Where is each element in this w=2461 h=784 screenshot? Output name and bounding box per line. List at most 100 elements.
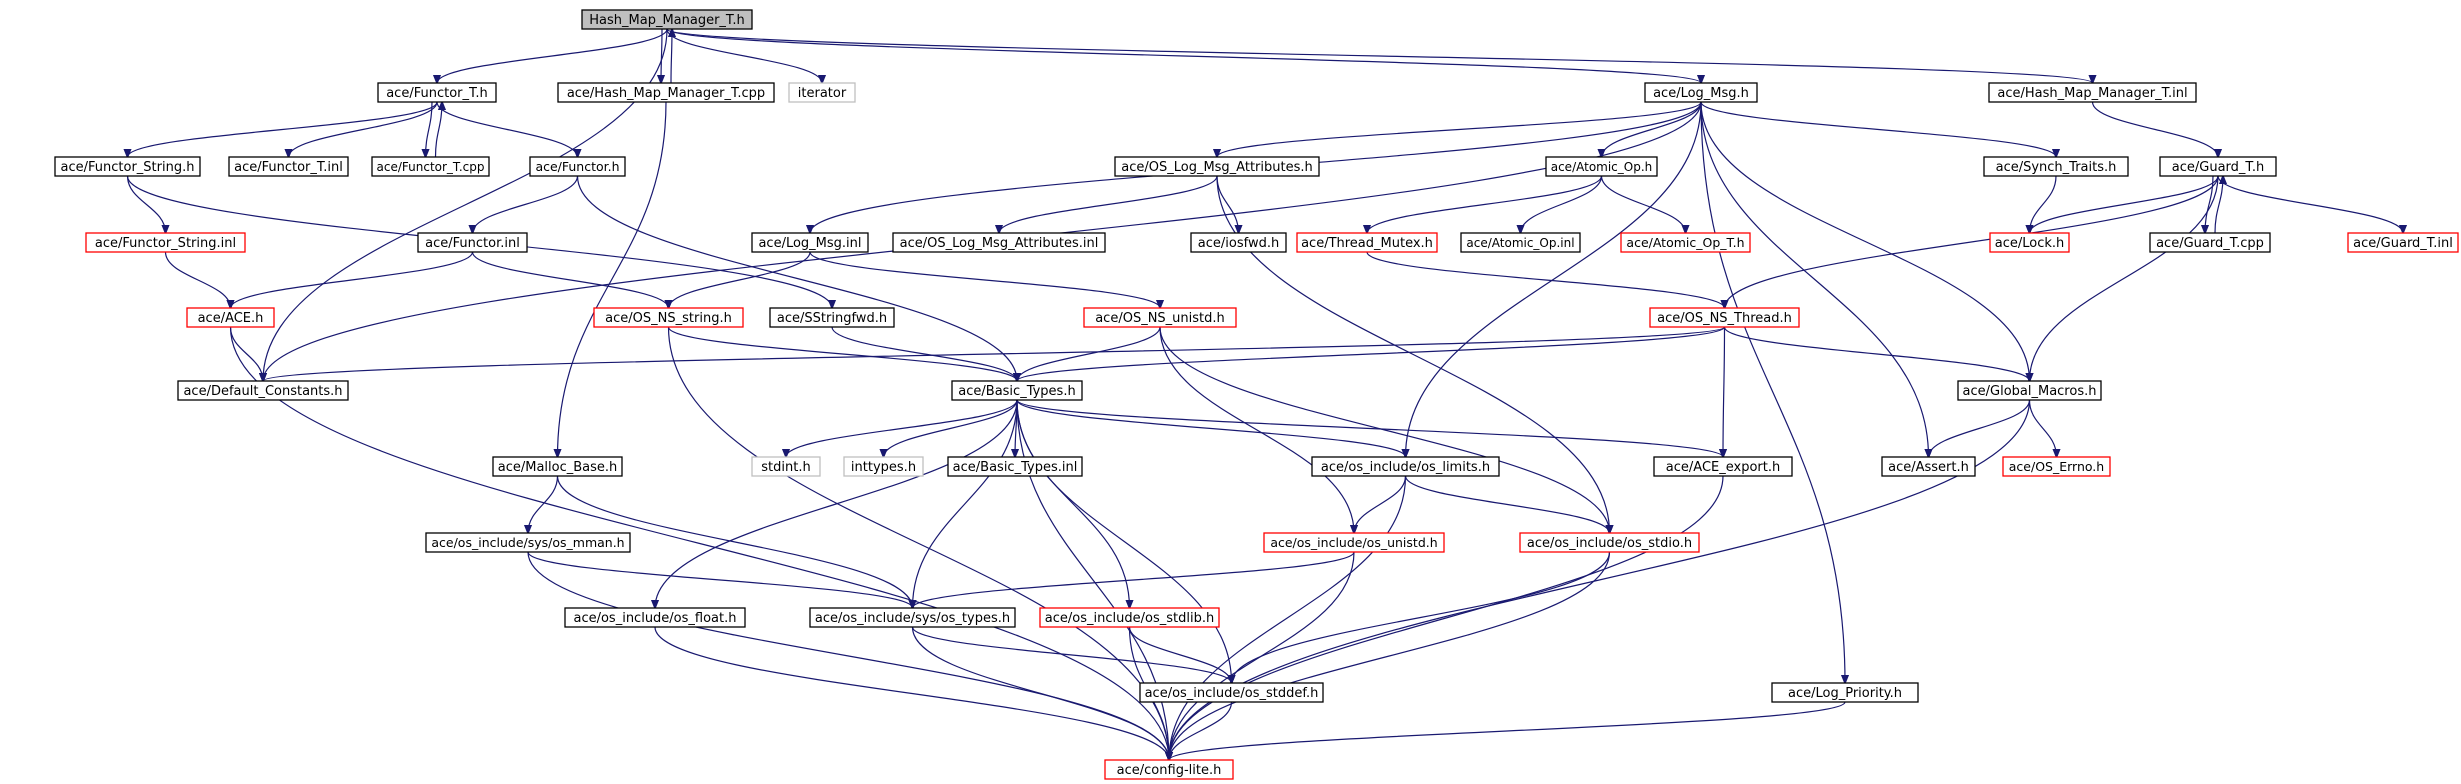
node-hash-map-manager-t-h[interactable]: Hash_Map_Manager_T.h — [581, 9, 753, 30]
node-label: ace/Functor_T.inl — [234, 160, 343, 175]
node-box — [581, 9, 753, 30]
node-ace-basic-types-inl[interactable]: ace/Basic_Types.inl — [947, 456, 1083, 477]
node-ace-os-include-os-stddef-h[interactable]: ace/os_include/os_stddef.h — [1139, 682, 1324, 703]
node-ace-guard-t-h[interactable]: ace/Guard_T.h — [2159, 156, 2277, 177]
node-ace-functor-string-inl[interactable]: ace/Functor_String.inl — [85, 232, 246, 253]
edge-ace-os-include-sys-os-mman-h-to-ace-config-lite-h — [527, 551, 1169, 760]
node-label: ace/os_include/os_stdio.h — [1527, 536, 1692, 551]
node-ace-os-errno-h[interactable]: ace/OS_Errno.h — [2002, 456, 2111, 477]
node-box — [1519, 532, 1700, 553]
edge-ace-functor-t-h-to-ace-functor-t-cpp — [426, 101, 433, 157]
edge-ace-hash-map-manager-t-cpp-to-ace-malloc-base-h — [558, 101, 667, 457]
node-label: ace/Log_Priority.h — [1788, 686, 1902, 701]
edge-ace-global-macros-h-to-ace-os-errno-h — [2028, 399, 2057, 457]
node-box — [843, 456, 924, 477]
node-ace-functor-t-h[interactable]: ace/Functor_T.h — [377, 82, 497, 103]
node-ace-os-include-sys-os-mman-h[interactable]: ace/os_include/sys/os_mman.h — [425, 532, 631, 553]
edge-ace-atomic-op-h-to-ace-thread-mutex-h — [1367, 175, 1603, 233]
node-ace-log-priority-h[interactable]: ace/Log_Priority.h — [1771, 682, 1919, 703]
edge-hash-map-manager-t-h-to-ace-functor-t-h — [437, 28, 668, 83]
node-label: ace/Guard_T.inl — [2353, 236, 2453, 251]
node-box — [1296, 232, 1438, 253]
node-label: ace/Basic_Types.h — [958, 384, 1075, 399]
node-ace-functor-t-cpp[interactable]: ace/Functor_T.cpp — [371, 156, 490, 177]
node-ace-log-msg-inl[interactable]: ace/Log_Msg.inl — [751, 232, 869, 253]
node-ace-iosfwd-h[interactable]: ace/iosfwd.h — [1190, 232, 1287, 253]
edge-ace-functor-string-inl-to-ace-ace-h — [164, 251, 231, 308]
node-label: ace/Global_Macros.h — [1963, 384, 2097, 399]
edge-ace-os-ns-thread-h-to-ace-ace-export-h — [1723, 326, 1725, 457]
node-box — [2002, 456, 2111, 477]
node-ace-synch-traits-h[interactable]: ace/Synch_Traits.h — [1983, 156, 2129, 177]
edge-ace-guard-t-h-to-ace-lock-h — [2030, 175, 2219, 233]
node-ace-ace-h[interactable]: ace/ACE.h — [186, 307, 275, 328]
node-box — [1983, 156, 2129, 177]
node-ace-atomic-op-inl[interactable]: ace/Atomic_Op.inl — [1460, 232, 1581, 253]
node-ace-default-constants-h[interactable]: ace/Default_Constants.h — [177, 380, 349, 401]
node-ace-functor-inl[interactable]: ace/Functor.inl — [417, 232, 528, 253]
edge-ace-os-ns-unistd-h-to-ace-basic-types-h — [1017, 326, 1161, 381]
node-box — [1190, 232, 1287, 253]
edge-hash-map-manager-t-h-to-ace-hash-map-manager-t-cpp — [661, 28, 662, 83]
edge-ace-basic-types-h-to-stdint-h — [786, 399, 1018, 457]
node-ace-os-log-msg-attributes-h[interactable]: ace/OS_Log_Msg_Attributes.h — [1114, 156, 1320, 177]
node-iterator[interactable]: iterator — [788, 82, 856, 103]
node-ace-os-ns-thread-h[interactable]: ace/OS_NS_Thread.h — [1649, 307, 1800, 328]
edge-ace-functor-inl-to-ace-os-ns-string-h — [471, 251, 669, 308]
node-box — [947, 456, 1083, 477]
node-ace-thread-mutex-h[interactable]: ace/Thread_Mutex.h — [1296, 232, 1438, 253]
node-ace-guard-t-cpp[interactable]: ace/Guard_T.cpp — [2149, 232, 2271, 253]
edge-ace-synch-traits-h-to-ace-lock-h — [2030, 175, 2057, 233]
node-label: ace/os_include/os_stdlib.h — [1045, 611, 1214, 626]
node-ace-global-macros-h[interactable]: ace/Global_Macros.h — [1957, 380, 2102, 401]
node-ace-hash-map-manager-t-cpp[interactable]: ace/Hash_Map_Manager_T.cpp — [557, 82, 775, 103]
node-box — [564, 607, 746, 628]
node-ace-os-include-os-stdio-h[interactable]: ace/os_include/os_stdio.h — [1519, 532, 1700, 553]
node-label: ace/iosfwd.h — [1198, 236, 1279, 251]
node-stdint-h[interactable]: stdint.h — [751, 456, 821, 477]
node-label: ace/os_include/os_float.h — [573, 611, 736, 626]
node-box — [1881, 456, 1976, 477]
node-ace-os-ns-string-h[interactable]: ace/OS_NS_string.h — [593, 307, 744, 328]
node-inttypes-h[interactable]: inttypes.h — [843, 456, 924, 477]
node-box — [1644, 82, 1758, 103]
node-ace-functor-string-h[interactable]: ace/Functor_String.h — [54, 156, 201, 177]
node-box — [1653, 456, 1793, 477]
node-box — [529, 156, 626, 177]
node-ace-basic-types-h[interactable]: ace/Basic_Types.h — [951, 380, 1083, 401]
node-box — [1263, 532, 1445, 553]
edge-ace-basic-types-h-to-ace-config-lite-h — [1016, 399, 1169, 760]
node-ace-os-include-sys-os-types-h[interactable]: ace/os_include/sys/os_types.h — [809, 607, 1016, 628]
node-label: ace/ACE_export.h — [1666, 460, 1780, 475]
node-box — [1139, 682, 1324, 703]
node-ace-functor-t-inl[interactable]: ace/Functor_T.inl — [228, 156, 349, 177]
edge-ace-os-include-sys-os-mman-h-to-ace-os-include-sys-os-types-h — [527, 551, 913, 608]
node-ace-os-include-os-float-h[interactable]: ace/os_include/os_float.h — [564, 607, 746, 628]
node-ace-guard-t-inl[interactable]: ace/Guard_T.inl — [2347, 232, 2459, 253]
node-ace-ace-export-h[interactable]: ace/ACE_export.h — [1653, 456, 1793, 477]
node-ace-hash-map-manager-t-inl[interactable]: ace/Hash_Map_Manager_T.inl — [1988, 82, 2197, 103]
node-ace-os-include-os-stdlib-h[interactable]: ace/os_include/os_stdlib.h — [1039, 607, 1220, 628]
node-ace-functor-h[interactable]: ace/Functor.h — [529, 156, 626, 177]
node-ace-sstringfwd-h[interactable]: ace/SStringfwd.h — [769, 307, 895, 328]
node-ace-os-include-os-limits-h[interactable]: ace/os_include/os_limits.h — [1311, 456, 1500, 477]
node-box — [2159, 156, 2277, 177]
node-ace-malloc-base-h[interactable]: ace/Malloc_Base.h — [492, 456, 623, 477]
node-ace-atomic-op-h[interactable]: ace/Atomic_Op.h — [1545, 156, 1658, 177]
node-box — [951, 380, 1083, 401]
node-ace-os-include-os-unistd-h[interactable]: ace/os_include/os_unistd.h — [1263, 532, 1445, 553]
node-box — [177, 380, 349, 401]
node-box — [1957, 380, 2102, 401]
node-ace-assert-h[interactable]: ace/Assert.h — [1881, 456, 1976, 477]
node-ace-lock-h[interactable]: ace/Lock.h — [1989, 232, 2070, 253]
edge-ace-atomic-op-h-to-ace-atomic-op-t-h — [1600, 175, 1686, 233]
node-ace-config-lite-h[interactable]: ace/config-lite.h — [1104, 759, 1234, 780]
node-ace-log-msg-h[interactable]: ace/Log_Msg.h — [1644, 82, 1758, 103]
node-ace-os-ns-unistd-h[interactable]: ace/OS_NS_unistd.h — [1083, 307, 1237, 328]
node-ace-atomic-op-t-h[interactable]: ace/Atomic_Op_T.h — [1620, 232, 1751, 253]
node-ace-os-log-msg-attributes-inl[interactable]: ace/OS_Log_Msg_Attributes.inl — [892, 232, 1106, 253]
node-label: ace/Synch_Traits.h — [1996, 160, 2117, 175]
node-box — [557, 82, 775, 103]
edge-ace-log-msg-h-to-ace-atomic-op-h — [1602, 101, 1702, 157]
